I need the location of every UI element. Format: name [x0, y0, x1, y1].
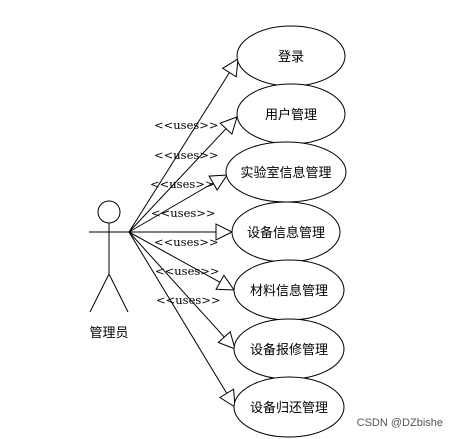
association-arrowhead: [218, 388, 236, 408]
use-case-equip-info-mgmt: 设备信息管理: [231, 201, 341, 263]
use-case-login: 登录: [236, 25, 346, 87]
association-line: [128, 231, 225, 338]
use-case-label: 用户管理: [265, 107, 317, 123]
actor-label: 管理员: [89, 326, 128, 341]
use-case-ellipse: [233, 376, 345, 438]
association-arrowhead: [219, 116, 238, 136]
association-line: [128, 182, 214, 233]
uses-label: <<uses>>: [154, 235, 219, 249]
actor-head: [97, 200, 121, 224]
use-case-label: 登录: [278, 50, 304, 65]
use-case-lab-info-mgmt: 实验室信息管理: [225, 141, 347, 203]
association-arrowhead: [215, 274, 235, 291]
uses-label: <<uses>>: [154, 118, 219, 132]
use-case-label: 设备报修管理: [250, 342, 328, 358]
association-arrowhead: [208, 174, 228, 191]
use-case-equip-repair-mgmt: 设备报修管理: [233, 318, 345, 380]
uses-label: <<uses>>: [156, 293, 221, 307]
use-case-user-mgmt: 用户管理: [236, 83, 346, 145]
association-arrowhead: [215, 223, 234, 241]
actor-right-leg: [108, 273, 129, 313]
actor-left-leg: [89, 273, 110, 313]
uses-label: <<uses>>: [154, 148, 219, 162]
use-case-label: 实验室信息管理: [240, 165, 331, 181]
uses-label: <<uses>>: [155, 264, 220, 278]
use-case-label: 材料信息管理: [250, 283, 328, 299]
actor-admin: 管理员: [89, 200, 129, 341]
association-line: [128, 231, 228, 394]
association-arrowhead: [217, 330, 236, 350]
association-arrowhead: [221, 58, 239, 78]
association-line: [128, 72, 230, 233]
use-case-label: 设备信息管理: [247, 225, 325, 241]
use-case-material-info-mgmt: 材料信息管理: [233, 259, 345, 321]
associations: [128, 58, 239, 408]
use-case-equip-return-mgmt: 设备归还管理: [233, 376, 345, 438]
association-line: [128, 128, 227, 233]
watermark: CSDN @DZbishe: [356, 417, 443, 429]
association-line: [128, 231, 221, 283]
uses-label: <<uses>>: [151, 206, 216, 220]
relation-labels: <<uses>> <<uses>> <<uses>> <<uses>> <<us…: [150, 118, 221, 307]
uses-label: <<uses>>: [150, 177, 215, 191]
use-case-label: 设备归还管理: [250, 400, 328, 416]
